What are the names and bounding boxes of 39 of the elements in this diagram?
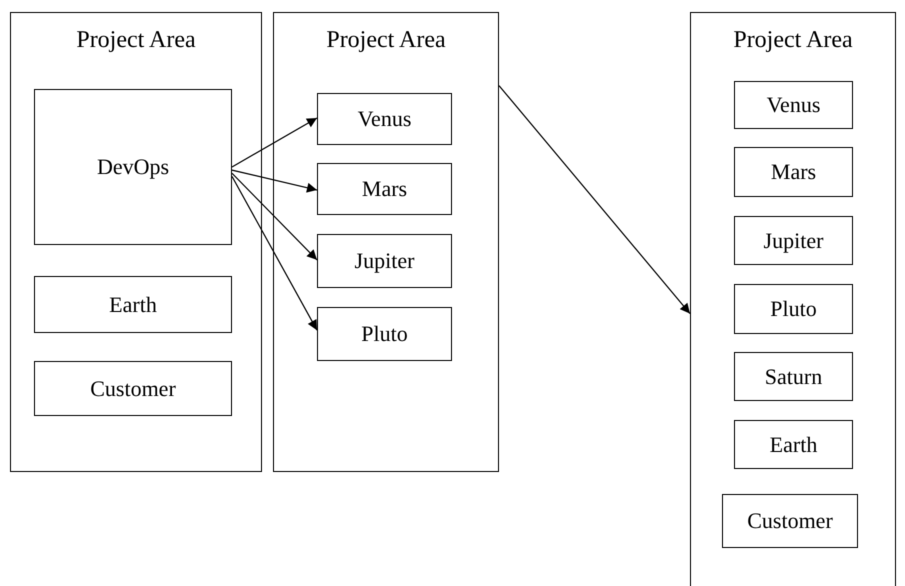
box-label: Pluto xyxy=(360,321,409,347)
process-box xyxy=(734,420,853,469)
box-label: Venus xyxy=(766,92,822,118)
process-box xyxy=(317,93,452,145)
box-label: Jupiter xyxy=(762,228,824,254)
arrow xyxy=(232,117,318,168)
container-box xyxy=(690,12,896,586)
process-box xyxy=(734,352,853,401)
process-box xyxy=(734,147,853,197)
container-box xyxy=(10,12,262,472)
container-title: Project Area xyxy=(732,27,854,54)
box-label: Venus xyxy=(356,106,412,132)
box-label: Customer xyxy=(746,508,834,534)
arrow xyxy=(498,85,690,314)
box-label: DevOps xyxy=(96,154,170,180)
process-box xyxy=(317,307,452,361)
process-box xyxy=(734,81,853,129)
box-label: Mars xyxy=(360,176,408,202)
process-box xyxy=(317,163,452,215)
container-box xyxy=(273,12,499,472)
process-box xyxy=(722,494,858,548)
container-title: Project Area xyxy=(325,27,447,54)
box-label: Mars xyxy=(770,159,818,185)
box-label: Saturn xyxy=(764,364,824,390)
process-box xyxy=(34,276,232,333)
box-label: Pluto xyxy=(769,296,818,322)
box-label: Jupiter xyxy=(354,248,416,274)
box-label: Earth xyxy=(768,432,818,458)
process-box xyxy=(34,361,232,416)
box-label: Customer xyxy=(89,376,177,402)
process-box xyxy=(734,284,853,334)
arrow xyxy=(231,176,318,331)
process-box xyxy=(734,216,853,265)
process-box xyxy=(317,234,452,288)
arrow xyxy=(232,172,318,260)
container-title: Project Area xyxy=(75,27,197,54)
process-box xyxy=(34,89,232,245)
box-label: Earth xyxy=(108,292,158,318)
arrow xyxy=(232,170,318,193)
